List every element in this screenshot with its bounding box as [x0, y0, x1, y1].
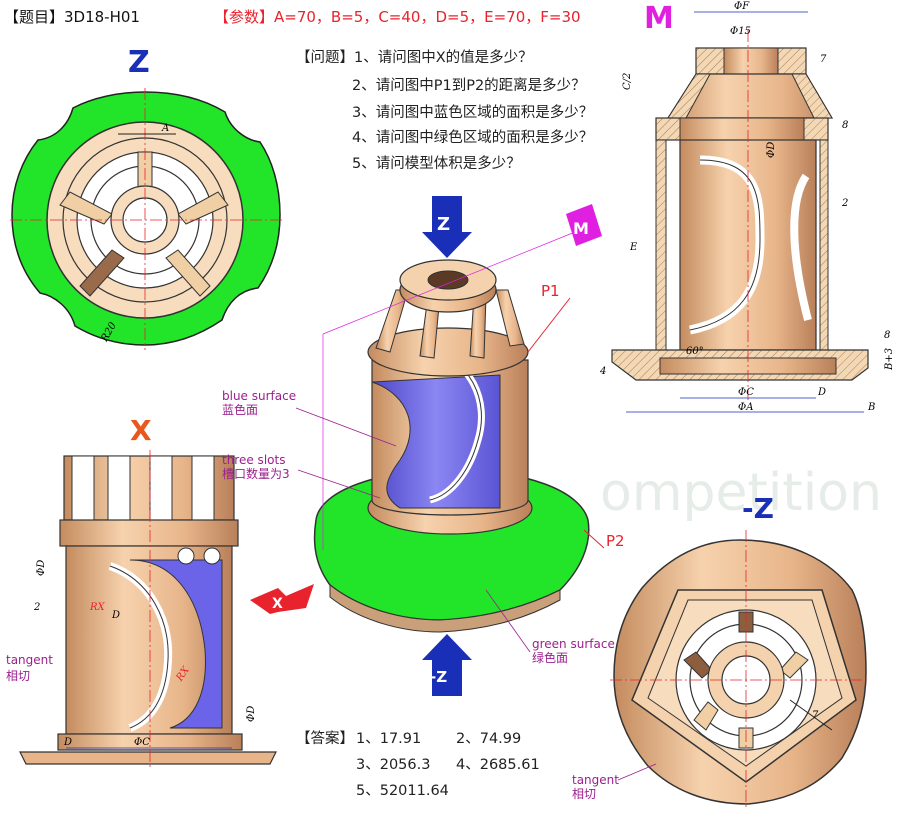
m-dim-two: 2: [841, 198, 848, 209]
neg-z-tangent-cn: 相切: [572, 787, 596, 801]
iso-view: P1 P2 blue surface 蓝色面 three slots 槽口数量为…: [222, 196, 625, 696]
answers-label: 【答案】: [296, 731, 354, 747]
m-dim-e: E: [629, 242, 638, 253]
m-dim-phid: ΦD: [766, 142, 777, 158]
neg-z-view: -Z 7 tangent 相切: [572, 492, 870, 810]
question-3: 3、请问图中蓝色区域的面积是多少？: [352, 105, 594, 121]
iso-green-cn: 绿色面: [532, 650, 568, 665]
x-view: X ΦD 2 RX RX D tangent 相切 D ΦC ΦD: [6, 414, 277, 770]
problem-params: 【参数】A=70，B=5，C=40，D=5，E=70，F=30: [214, 8, 581, 26]
iso-slots-cn: 槽口数量为3: [222, 466, 290, 481]
question-2: 2、请问图中P1到P2的距离是多少？: [352, 78, 586, 94]
m-dim-eight: 8: [842, 120, 848, 131]
problem-title: 【题目】3D18-H01: [4, 8, 140, 26]
question-5: 5、请问模型体积是多少？: [352, 156, 521, 172]
m-dim-b3: B+3: [884, 348, 895, 371]
watermark-text: ompetition: [600, 463, 882, 523]
iso-x-label: X: [272, 596, 283, 612]
x-dim-phid2: ΦD: [246, 706, 257, 722]
iso-blue-en: blue surface: [222, 389, 296, 403]
iso-m-tag: [566, 204, 602, 246]
m-dim-b: B: [867, 402, 875, 413]
x-dim-rx1: RX: [89, 602, 106, 613]
neg-z-tangent-en: tangent: [572, 773, 619, 787]
iso-p1-label: P1: [541, 282, 560, 300]
neg-z-view-label: -Z: [742, 492, 774, 525]
m-dim-seven: 7: [820, 54, 827, 65]
z-view-label: Z: [128, 45, 150, 80]
x-view-label: X: [130, 414, 152, 447]
m-dim-four: 4: [599, 366, 606, 377]
iso-m-label: M: [573, 219, 589, 238]
iso-z-label: Z: [437, 214, 450, 235]
iso-neg-z-label: -Z: [430, 668, 447, 686]
iso-neg-z-arrow: [422, 634, 472, 696]
iso-blue-cn: 蓝色面: [222, 403, 258, 417]
x-tangent-en: tangent: [6, 653, 53, 667]
m-dim-eight2: 8: [884, 330, 890, 341]
neg-z-dim-seven: 7: [812, 710, 819, 721]
iso-blue-surface: [371, 374, 501, 509]
m-view-label: M: [644, 1, 674, 36]
m-dim-phic: ΦC: [738, 387, 754, 398]
m-dim-sixty: 60°: [686, 346, 704, 357]
x-dim-phic: ΦC: [134, 737, 150, 748]
z-dim-a: A: [161, 123, 169, 134]
x-dim-d-base: D: [63, 737, 72, 748]
iso-p2-label: P2: [606, 532, 625, 550]
iso-slots-en: three slots: [222, 453, 285, 467]
m-section-view: M ΦF Φ15 7 C/2 8 ΦD 2 E 60° 4 ΦC D: [599, 1, 895, 413]
z-view: Z A R20: [10, 45, 282, 350]
answer-3: 3、2056.3: [356, 757, 431, 773]
answer-1: 1、17.91: [356, 731, 422, 747]
m-dim-phia: ΦA: [738, 402, 753, 413]
m-dim-phif: ΦF: [734, 1, 750, 12]
answer-2: 2、74.99: [456, 731, 522, 747]
iso-green-en: green surface: [532, 637, 615, 651]
x-dim-d: D: [111, 610, 120, 621]
m-dim-d: D: [817, 387, 826, 398]
x-dim-two: 2: [33, 602, 40, 613]
question-4: 4、请问图中绿色区域的面积是多少？: [352, 130, 594, 146]
answer-5: 5、52011.64: [356, 783, 449, 799]
answer-4: 4、2685.61: [456, 757, 540, 773]
iso-z-arrow: [422, 196, 472, 258]
question-1: 【问题】1、请问图中X的值是多少？: [296, 50, 533, 66]
m-dim-c2: C/2: [622, 73, 633, 90]
x-dim-phid: ΦD: [36, 560, 47, 576]
iso-x-arrow: [250, 584, 314, 614]
x-tangent-cn: 相切: [6, 669, 30, 683]
m-dim-phi15: Φ15: [730, 26, 751, 37]
